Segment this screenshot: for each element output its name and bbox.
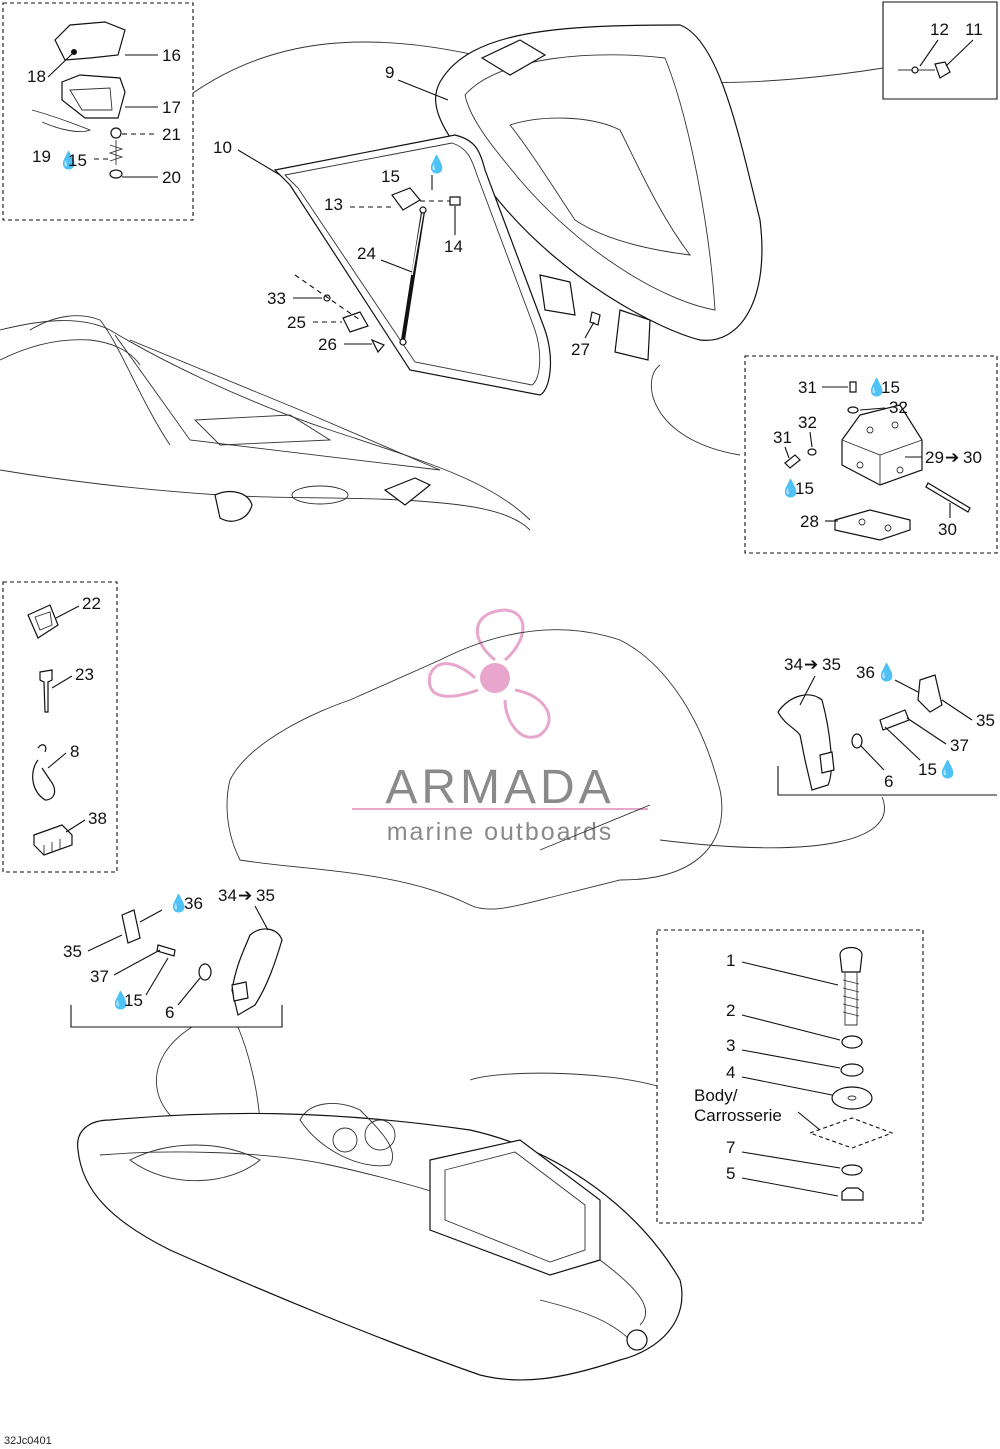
label-27: 27 [571, 340, 590, 359]
strut-bracket-upper [350, 187, 461, 211]
label-3: 3 [726, 1036, 735, 1055]
handle-left [121, 909, 283, 1016]
oil-drop-icon-15a: 💧 [58, 150, 79, 170]
arrow-icon-34-35a: ➔ [804, 655, 818, 674]
oil-drop-icon-36b: 💧 [168, 893, 189, 913]
arrow-icon-34-35b: ➔ [238, 886, 252, 905]
label-6b: 6 [165, 1003, 174, 1022]
label-4: 4 [726, 1063, 735, 1082]
oil-drop-icon-15e: 💧 [937, 759, 958, 779]
handle-right [777, 674, 943, 791]
label-30b: 30 [938, 520, 957, 539]
label-8: 8 [70, 742, 79, 761]
label-35c: 35 [976, 711, 995, 730]
label-15e: 15 [918, 760, 937, 779]
label-28: 28 [800, 512, 819, 531]
bracket-left-handle [70, 1005, 283, 1028]
label-16: 16 [162, 46, 181, 65]
label-24: 24 [357, 244, 376, 263]
label-2: 2 [726, 1001, 735, 1020]
label-15c: 15 [881, 378, 900, 397]
label-36a: 36 [856, 663, 875, 682]
deck-hull-upper [0, 315, 531, 531]
label-1: 1 [726, 951, 735, 970]
label-18: 18 [27, 67, 46, 86]
label-5: 5 [726, 1164, 735, 1183]
oil-drop-icon-15b: 💧 [426, 154, 447, 174]
label-25: 25 [287, 313, 306, 332]
label-31a: 31 [798, 378, 817, 397]
oil-drop-icon-15c: 💧 [866, 377, 887, 397]
label-33: 33 [267, 289, 286, 308]
label-22: 22 [82, 594, 101, 613]
label-9: 9 [385, 63, 394, 82]
label-17: 17 [162, 98, 181, 117]
latch-assembly [31, 21, 126, 179]
watermark-tagline: marine outboards [387, 818, 614, 846]
label-32a: 32 [889, 398, 908, 417]
bracket-right-handle [777, 766, 997, 796]
label-34a: 34 [784, 655, 803, 674]
label-13: 13 [324, 195, 343, 214]
fastener-rivet [898, 61, 951, 79]
label-11: 11 [965, 20, 983, 39]
label-23: 23 [75, 665, 94, 684]
label-34b: 34 [218, 886, 237, 905]
label-15d: 15 [795, 479, 814, 498]
seal-frame [273, 134, 551, 396]
hinge-detail [784, 381, 971, 541]
label-15f: 15 [124, 991, 143, 1010]
label-6a: 6 [884, 772, 893, 791]
label-31b: 31 [773, 428, 792, 447]
engine-cover-lid [435, 24, 763, 341]
strut-bracket-lower [294, 274, 385, 354]
diagram-code: 32Jc0401 [4, 1435, 52, 1447]
callout-box-hinge [744, 355, 998, 554]
part-labels: 16 18 17 21 19 💧 15 20 12 11 9 10 15 💧 1… [27, 20, 995, 1197]
body-label-line1: Body/ [694, 1086, 738, 1105]
label-32b: 32 [798, 413, 817, 432]
oil-drop-icon-15f: 💧 [110, 990, 131, 1010]
label-35b: 35 [256, 886, 275, 905]
label-38: 38 [88, 809, 107, 828]
label-10: 10 [213, 138, 232, 157]
label-35d: 35 [63, 942, 82, 961]
oil-drop-icon-36a: 💧 [876, 662, 897, 682]
watermark-brand: ARMADA [385, 761, 614, 814]
label-15a: 15 [68, 151, 87, 170]
arrow-icon-29-30: ➔ [945, 448, 959, 467]
mount-stack [808, 946, 894, 1201]
watermark-logo: ARMADA marine outboards [352, 608, 648, 846]
label-29: 29 [925, 448, 944, 467]
label-20: 20 [162, 168, 181, 187]
label-7: 7 [726, 1138, 735, 1157]
label-36b: 36 [184, 894, 203, 913]
label-14: 14 [444, 237, 463, 256]
label-30a: 30 [963, 448, 982, 467]
clip-parts [27, 604, 73, 856]
label-12: 12 [930, 20, 949, 39]
label-37b: 37 [90, 967, 109, 986]
callout-box-mount [656, 929, 924, 1224]
label-15b: 15 [381, 167, 400, 186]
gas-strut [399, 206, 427, 346]
callout-box-latch [2, 2, 194, 221]
label-21: 21 [162, 125, 181, 144]
label-35a: 35 [822, 655, 841, 674]
label-26: 26 [318, 335, 337, 354]
hinge-brackets [539, 274, 651, 361]
boat-hull-lower [77, 1103, 683, 1381]
oil-drop-icon-15d: 💧 [780, 478, 801, 498]
label-37a: 37 [950, 736, 969, 755]
callout-box-fastener [882, 1, 998, 100]
body-shell-middle [226, 629, 723, 910]
label-19: 19 [32, 147, 51, 166]
body-label-line2: Carrosserie [694, 1106, 782, 1125]
